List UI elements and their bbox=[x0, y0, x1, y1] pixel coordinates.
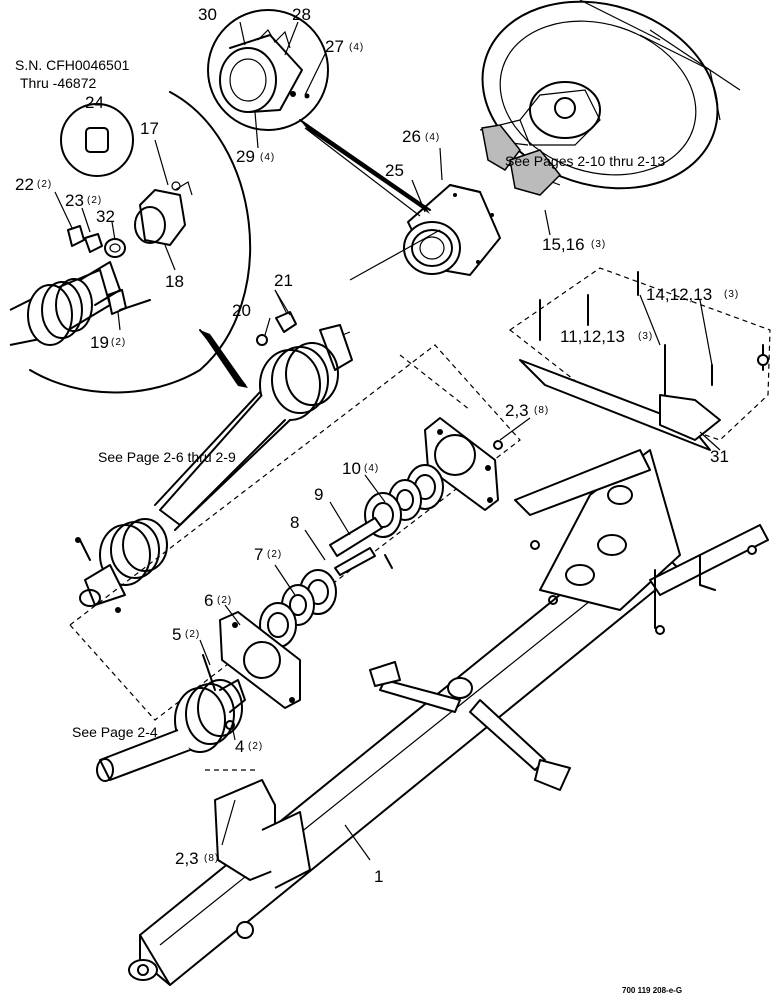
callout-labels: 30 28 27 (4) 29 (4) 24 17 22 (2) 23 (2) … bbox=[15, 5, 739, 886]
callout-29-qty: (4) bbox=[260, 152, 275, 163]
callout-2-3-upper-qty: (8) bbox=[534, 405, 549, 416]
serial-note: S.N. CFH0046501 Thru -46872 bbox=[15, 57, 130, 91]
callout-7: 7 bbox=[254, 545, 263, 564]
callout-27: 27 bbox=[325, 37, 344, 56]
callout-6-qty: (2) bbox=[217, 595, 232, 606]
callout-14-12-13-qty: (3) bbox=[724, 289, 739, 300]
callout-5-qty: (2) bbox=[185, 629, 200, 640]
callout-14-12-13: 14,12,13 bbox=[646, 285, 712, 304]
callout-15-16-qty: (3) bbox=[591, 239, 606, 250]
shield-part-25 bbox=[403, 184, 501, 276]
bearing-group-dashed-box bbox=[69, 344, 521, 721]
callout-9: 9 bbox=[314, 485, 323, 504]
callout-25: 25 bbox=[385, 161, 404, 180]
callout-22-qty: (2) bbox=[37, 179, 52, 190]
beam-part-31 bbox=[508, 267, 771, 451]
callout-23-qty: (2) bbox=[87, 195, 102, 206]
callout-26: 26 bbox=[402, 127, 421, 146]
flywheel-gearbox-assembly bbox=[479, 0, 741, 196]
callout-15-16: 15,16 bbox=[542, 235, 585, 254]
callout-10-qty: (4) bbox=[364, 463, 379, 474]
callout-23: 23 bbox=[65, 191, 84, 210]
callout-20: 20 bbox=[232, 301, 251, 320]
callout-19-qty: (2) bbox=[111, 337, 126, 348]
callout-4-qty: (2) bbox=[248, 741, 263, 752]
driveline-assembly bbox=[75, 229, 441, 613]
callout-2-3-lower-qty: (8) bbox=[204, 853, 219, 864]
callout-6: 6 bbox=[204, 591, 213, 610]
callout-5: 5 bbox=[172, 625, 181, 644]
callout-8: 8 bbox=[290, 513, 299, 532]
detail-circle-left bbox=[9, 91, 251, 394]
callout-26-qty: (4) bbox=[425, 132, 440, 143]
callout-2-3-upper: 2,3 bbox=[505, 401, 529, 420]
reference-front-shaft: See Page 2-4 bbox=[72, 724, 158, 740]
callout-4: 4 bbox=[235, 737, 244, 756]
front-shaft-assembly bbox=[96, 679, 246, 782]
reference-driveline: See Page 2-6 thru 2-9 bbox=[98, 449, 236, 465]
callout-32: 32 bbox=[96, 207, 115, 226]
callout-31: 31 bbox=[710, 447, 729, 466]
reference-gearbox: See Pages 2-10 thru 2-13 bbox=[505, 153, 666, 169]
serial-note-line1: S.N. CFH0046501 bbox=[15, 57, 130, 73]
detail-circle-top bbox=[207, 9, 431, 217]
callout-11-12-13-qty: (3) bbox=[638, 331, 653, 342]
callout-27-qty: (4) bbox=[349, 42, 364, 53]
callout-24: 24 bbox=[85, 93, 104, 112]
callout-7-qty: (2) bbox=[267, 549, 282, 560]
main-frame-part-1 bbox=[128, 449, 769, 986]
callout-22: 22 bbox=[15, 175, 34, 194]
callout-10: 10 bbox=[342, 459, 361, 478]
callout-18: 18 bbox=[165, 272, 184, 291]
callout-1: 1 bbox=[374, 867, 383, 886]
callout-30: 30 bbox=[198, 5, 217, 24]
callout-28: 28 bbox=[292, 5, 311, 24]
callout-17: 17 bbox=[140, 119, 159, 138]
figure-code: 700 119 208-e-G bbox=[622, 986, 682, 995]
callout-19: 19 bbox=[90, 333, 109, 352]
leader-lines bbox=[54, 21, 721, 861]
callout-29: 29 bbox=[236, 147, 255, 166]
callout-11-12-13: 11,12,13 bbox=[560, 327, 625, 346]
serial-note-line2: Thru -46872 bbox=[20, 75, 96, 91]
callout-21: 21 bbox=[274, 271, 293, 290]
callout-2-3-lower: 2,3 bbox=[175, 849, 199, 868]
